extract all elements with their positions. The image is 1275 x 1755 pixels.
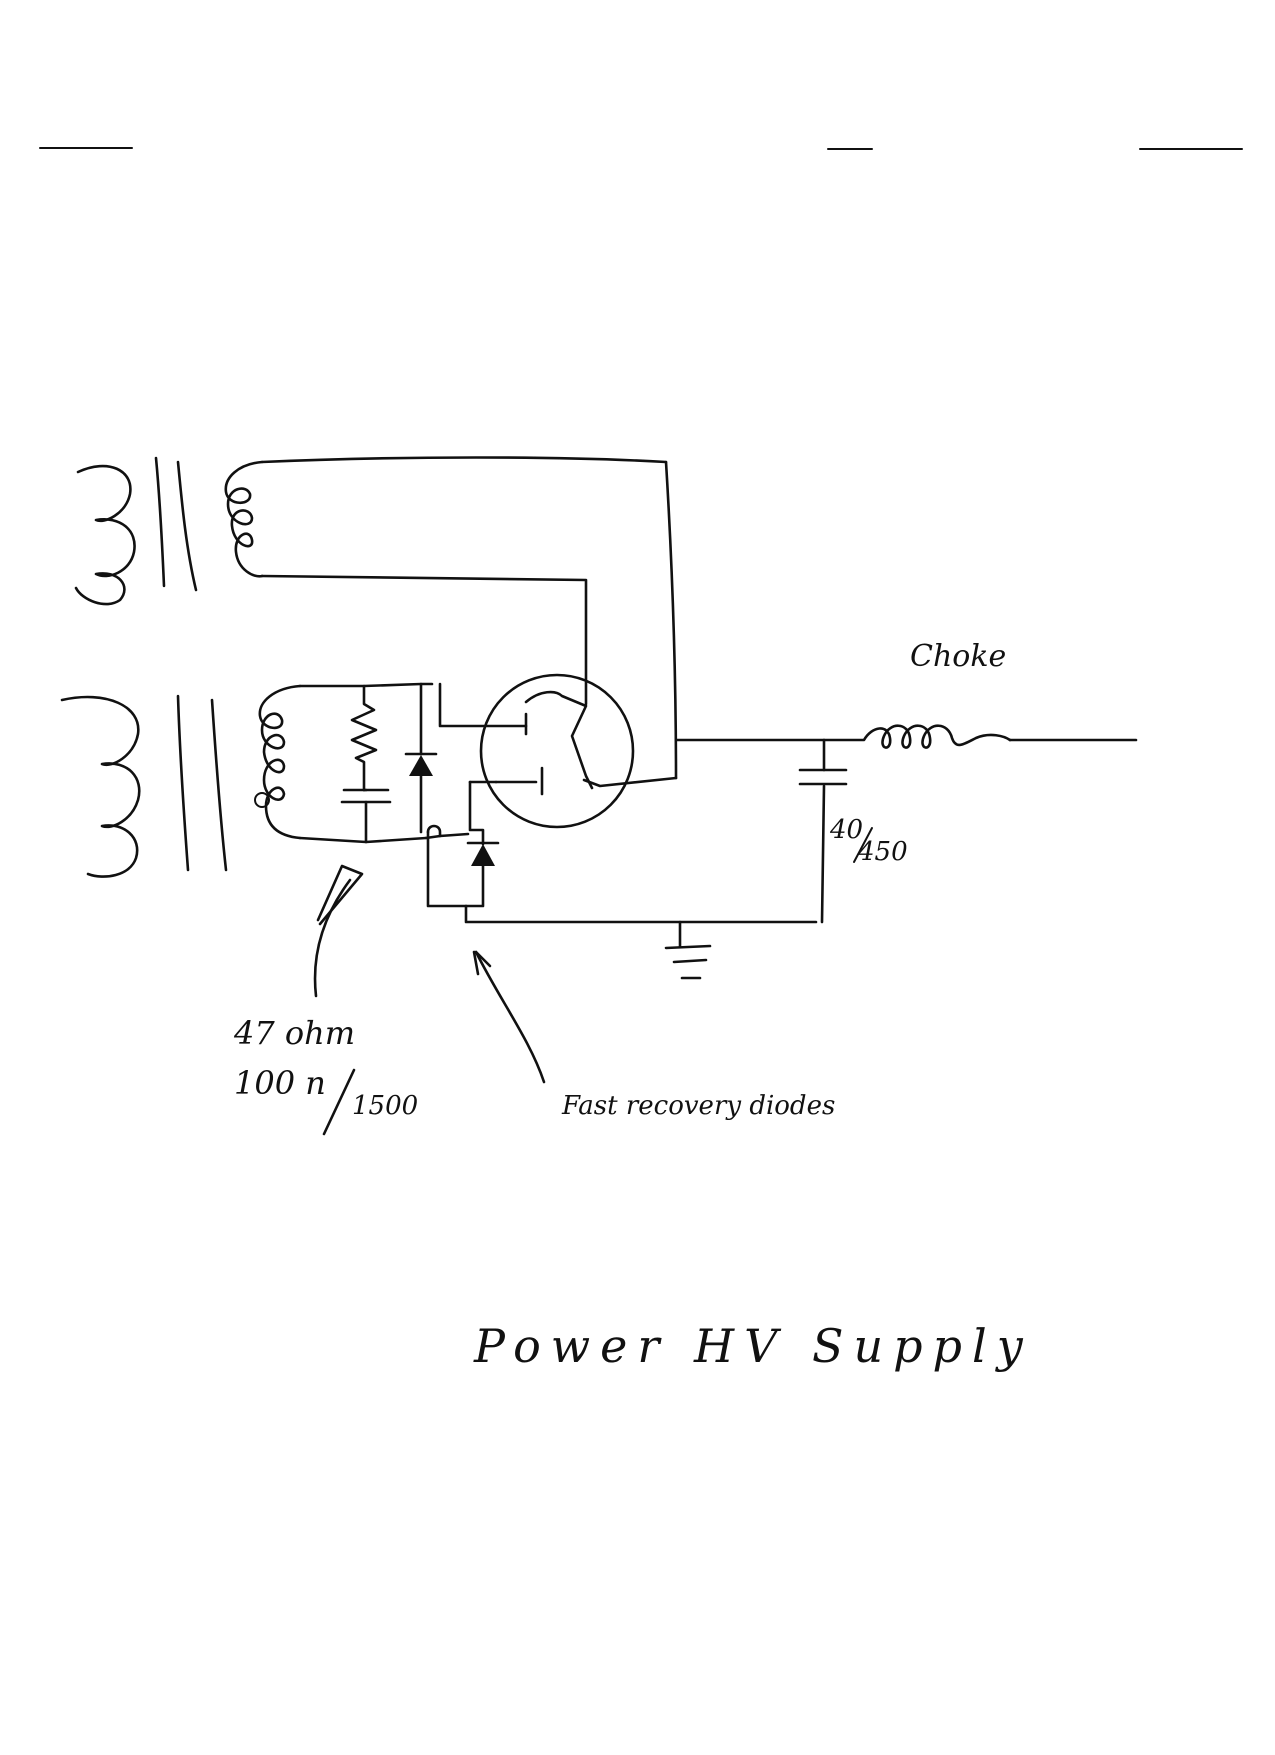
filter-cap-slash bbox=[853, 827, 873, 863]
choke-label: Choke bbox=[910, 639, 1006, 674]
scan-marks bbox=[39, 147, 1243, 150]
resistor-label: 47 ohm bbox=[233, 1014, 355, 1052]
snubber-cap-value: 100 n bbox=[234, 1064, 326, 1102]
snubber-cap-slash bbox=[322, 1068, 356, 1136]
wiring bbox=[260, 456, 1138, 924]
hv-transformer-icon bbox=[60, 684, 302, 878]
vacuum-tube-icon bbox=[479, 673, 635, 829]
diodes-label: Fast recovery diodes bbox=[561, 1091, 835, 1121]
filter-capacitor-icon bbox=[798, 768, 848, 786]
snubber-capacitor-icon bbox=[340, 788, 392, 844]
diagram-title: Power HV Supply bbox=[473, 1319, 1033, 1373]
snubber-cap-voltage: 1500 bbox=[352, 1091, 418, 1121]
filament-transformer-icon bbox=[74, 456, 264, 606]
filter-cap-denominator: 450 bbox=[857, 837, 908, 867]
diode-upper-icon bbox=[404, 682, 438, 834]
annotation-arrows bbox=[313, 864, 546, 1084]
filter-cap-numerator: 40 bbox=[829, 815, 863, 845]
resistor-icon bbox=[350, 684, 378, 792]
ground-icon bbox=[664, 920, 712, 980]
diode-lower-icon bbox=[466, 841, 500, 866]
inductor-icon bbox=[822, 724, 1012, 749]
